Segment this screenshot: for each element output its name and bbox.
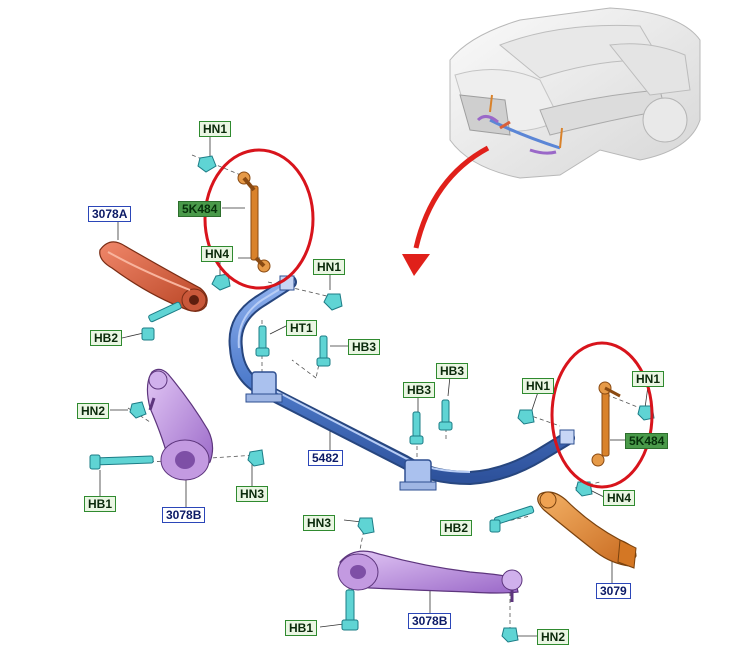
label-hb2-right: HB2 (440, 520, 473, 536)
label-hn2-left: HN2 (77, 403, 110, 419)
control-arm-3079 (537, 491, 637, 569)
label-hb3-mid: HB3 (348, 339, 381, 355)
label-5482: 5482 (308, 450, 343, 466)
label-3078b-bottom: 3078B (408, 613, 452, 629)
control-arm-3078a (99, 241, 208, 312)
label-hn1-right-b: HN1 (632, 371, 665, 387)
label-ht1: HT1 (286, 320, 317, 336)
label-3079: 3079 (596, 583, 631, 599)
label-hb1-left: HB1 (84, 496, 117, 512)
label-hn3-bottom: HN3 (303, 515, 336, 531)
label-hn1-mid: HN1 (313, 259, 346, 275)
label-hn2-bottom: HN2 (537, 629, 570, 645)
stabilizer-bar (228, 275, 575, 491)
vehicle-front-icon (449, 7, 701, 179)
label-hn4-left: HN4 (201, 246, 234, 262)
stabilizer-link-right (591, 381, 621, 467)
label-5k484-right: 5K484 (625, 433, 669, 449)
label-hb3-b: HB3 (436, 363, 469, 379)
label-hb2-left: HB2 (90, 330, 123, 346)
label-hb3-a: HB3 (403, 382, 436, 398)
control-arm-3078b-bottom (337, 550, 523, 602)
control-arm-3078b-left (146, 368, 214, 481)
label-hn4-right: HN4 (603, 490, 636, 506)
curved-arrow-icon (402, 145, 490, 276)
label-5k484-left: 5K484 (178, 201, 222, 217)
label-hn1-right-a: HN1 (522, 378, 555, 394)
stabilizer-link-left (237, 171, 271, 273)
fasteners (89, 155, 655, 643)
label-hn1-top: HN1 (199, 121, 232, 137)
leader-lines (99, 136, 649, 637)
highlight-circles (203, 148, 654, 489)
label-hn3-left: HN3 (236, 486, 269, 502)
label-hb1-bottom: HB1 (285, 620, 318, 636)
label-3078b-left: 3078B (162, 507, 206, 523)
label-3078a: 3078A (88, 206, 132, 222)
